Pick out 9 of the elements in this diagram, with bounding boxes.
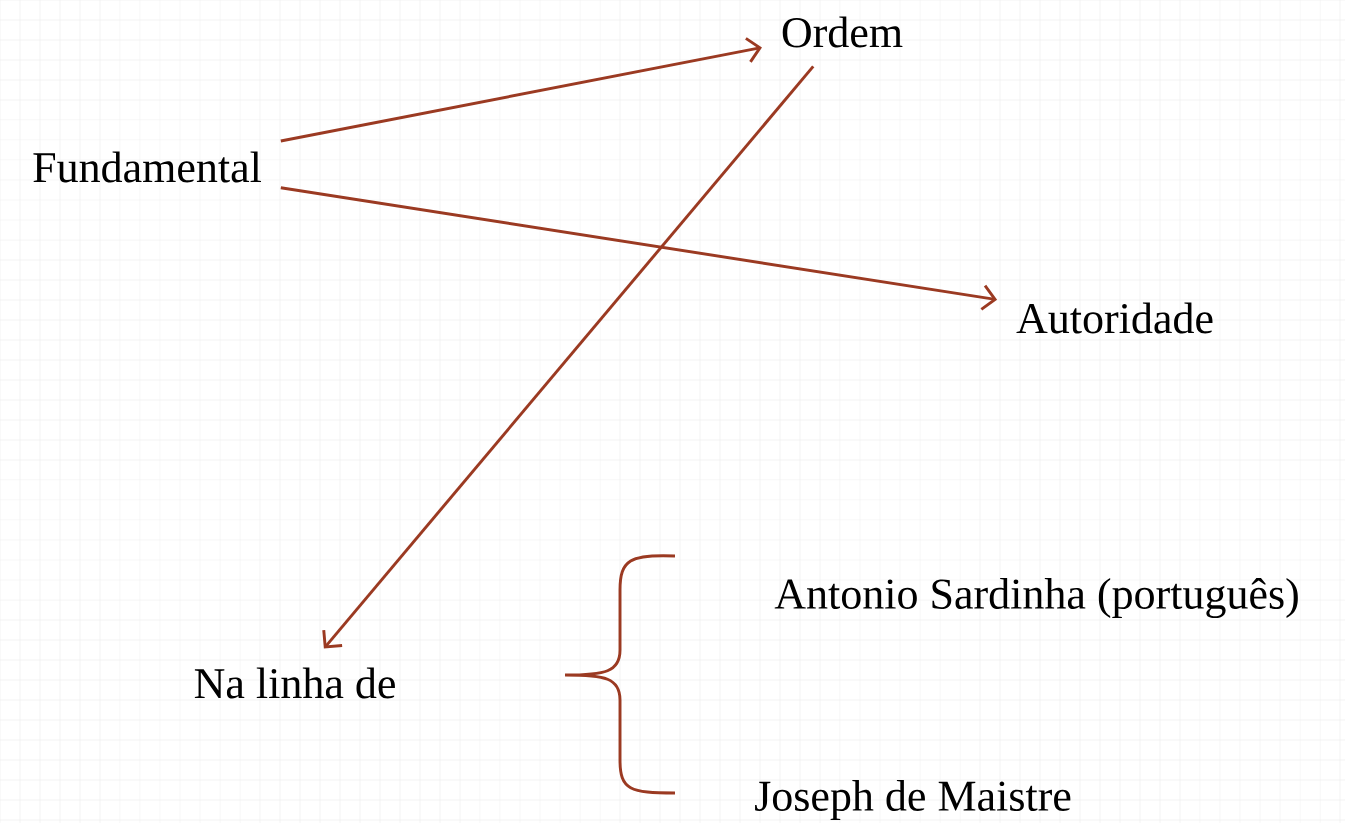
arrow	[280, 186, 998, 311]
node-label: Antonio Sardinha (português)	[774, 577, 1298, 619]
node-label: Ordem	[782, 16, 903, 48]
node-label: Fundamental	[33, 151, 261, 183]
node-label: Na linha de	[194, 667, 395, 699]
node-label: Joseph de Maistre	[755, 780, 1071, 820]
arrow	[280, 37, 762, 143]
arrow	[322, 65, 815, 649]
node-label: Autoridade	[1016, 302, 1213, 334]
